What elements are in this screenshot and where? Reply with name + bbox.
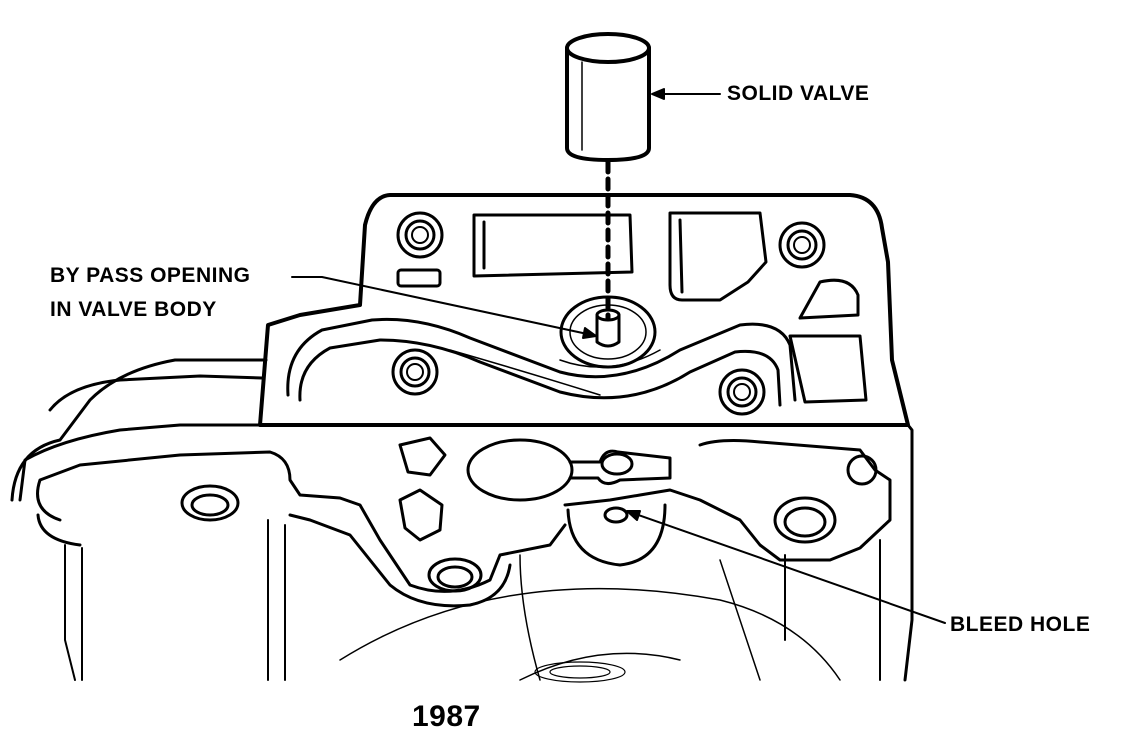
valve-body-plate [258,193,910,427]
label-bleed-hole: BLEED HOLE [950,613,1091,636]
bypass-opening [559,295,657,369]
bolt-hole-mid-left [391,348,439,396]
leader-bypass [291,276,597,339]
bolt-hole-mid-right [718,368,766,416]
leader-solid-valve [651,88,721,100]
gasket-casting [10,358,914,683]
bolt-hole-top-right [778,221,826,269]
solid-valve-part [565,32,651,162]
label-bypass-opening-line2: IN VALVE BODY [50,298,217,321]
bolt-hole-top-left [396,211,444,259]
label-bypass-opening-line1: BY PASS OPENING [50,264,251,287]
leader-bleed-hole [626,510,946,624]
year-caption: 1987 [412,700,481,733]
label-solid-valve: SOLID VALVE [727,82,870,105]
